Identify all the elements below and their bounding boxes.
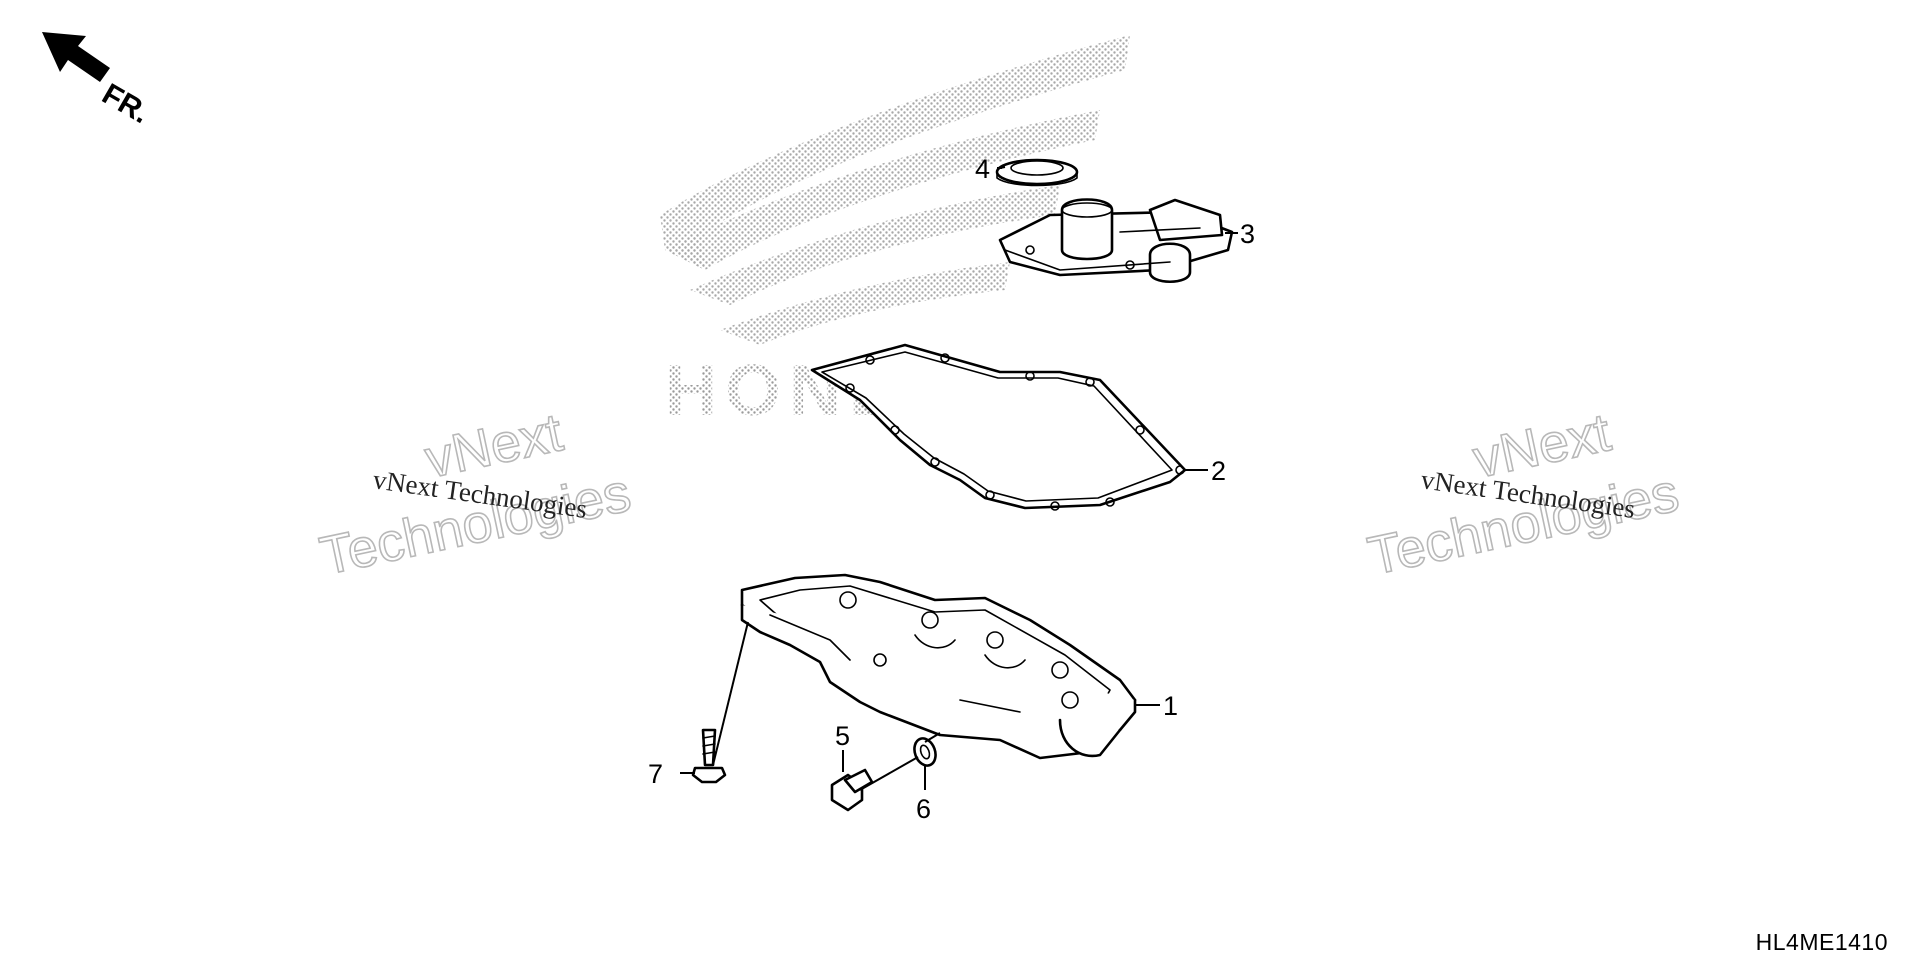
o-ring[interactable] xyxy=(995,158,1079,187)
drain-plug[interactable] xyxy=(830,768,874,812)
diagram-code: HL4ME1410 xyxy=(1755,929,1888,955)
callout-6: 6 xyxy=(916,794,931,824)
front-label: FR. xyxy=(97,77,155,130)
callout-4: 4 xyxy=(975,154,990,184)
drain-washer[interactable] xyxy=(911,735,939,768)
strainer[interactable] xyxy=(998,198,1234,283)
leader-lines xyxy=(680,166,1238,791)
oil-pan-gasket[interactable] xyxy=(810,343,1187,511)
callout-5: 5 xyxy=(835,721,850,751)
honda-wing-logo-icon xyxy=(660,35,1130,345)
callout-2: 2 xyxy=(1211,456,1226,486)
watermark-right: vNext Technologies vNext Technologies xyxy=(1362,402,1684,588)
front-direction-arrow-icon: FR. xyxy=(42,32,155,130)
oil-pan[interactable] xyxy=(740,573,1137,760)
callout-7: 7 xyxy=(648,759,663,789)
callout-3: 3 xyxy=(1240,219,1255,249)
watermark-left: vNext Technologies vNext Technologies xyxy=(314,402,636,588)
callouts: 4 3 2 1 5 6 7 xyxy=(648,154,1255,824)
callout-1: 1 xyxy=(1163,691,1178,721)
